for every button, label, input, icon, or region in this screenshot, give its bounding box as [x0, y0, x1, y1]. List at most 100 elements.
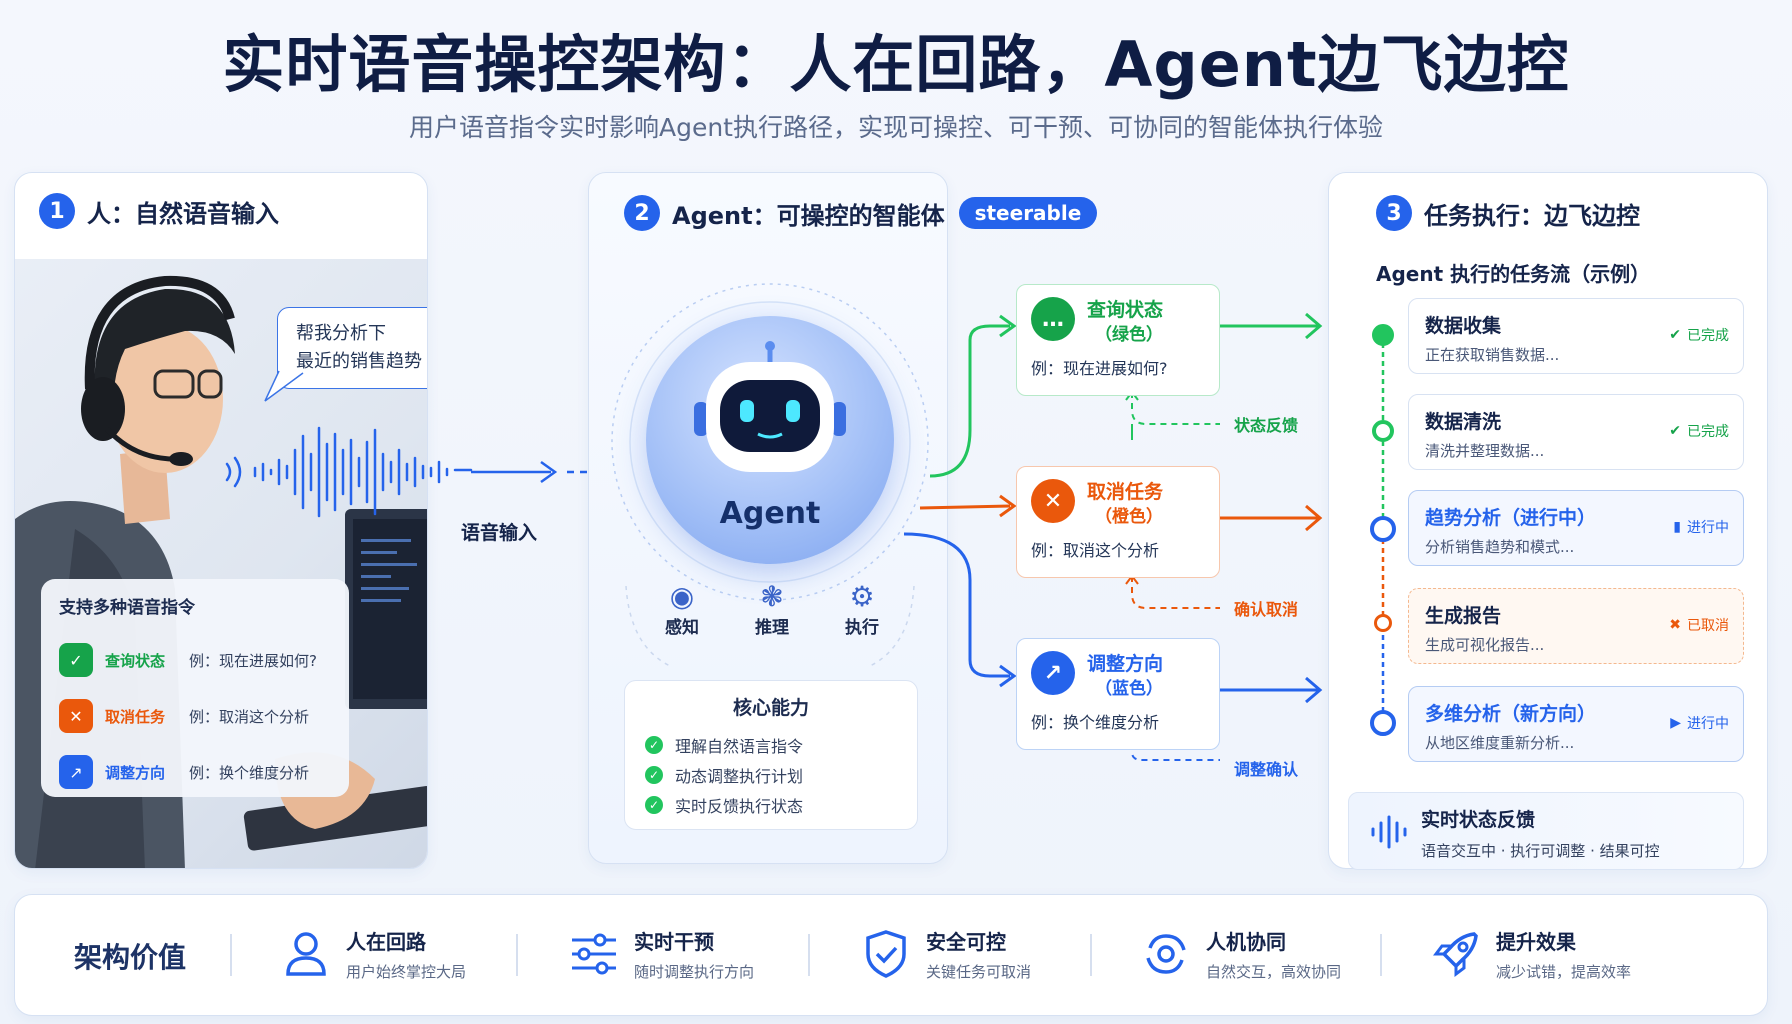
step-number-1: 1 — [39, 193, 75, 229]
sync-icon — [1146, 934, 1186, 974]
value-item-human-loop: 人在回路用户始终掌控大局 — [280, 926, 466, 982]
timeline-node — [1374, 614, 1392, 632]
feedback-adjust: 调整确认 — [1234, 760, 1299, 779]
arrow-up-right-icon: ↗ — [1031, 651, 1075, 695]
task-card[interactable]: 数据清洗 清洗并整理数据... ✔已完成 — [1408, 394, 1744, 470]
step-number-3: 3 — [1376, 195, 1412, 231]
close-icon: ✕ — [1031, 479, 1075, 523]
core-item: ✓实时反馈执行状态 — [645, 790, 897, 820]
page-title: 实时语音操控架构：人在回路，Agent边飞边控 — [222, 28, 1570, 101]
rocket-icon — [1433, 932, 1478, 977]
sliders-icon — [572, 933, 616, 975]
panel-2-header: 2 Agent：可操控的智能体 steerable — [624, 195, 1098, 231]
capability-label: 执行 — [845, 618, 879, 638]
card-title: 取消任务 — [1087, 481, 1164, 503]
step-number-2: 2 — [624, 195, 660, 231]
timeline-node — [1372, 324, 1394, 346]
check-icon: ✓ — [645, 796, 663, 814]
play-icon: ▶ — [1670, 715, 1681, 731]
command-row-adjust: ↗ 调整方向 例：换个维度分析 — [59, 744, 331, 800]
adjust-feedback-connector — [1131, 744, 1220, 761]
command-example: 例：换个维度分析 — [189, 763, 310, 782]
card-sub: （绿色） — [1095, 325, 1163, 345]
check-circle-icon: ✔ — [1669, 327, 1681, 343]
command-row-cancel: ✕ 取消任务 例：取消这个分析 — [59, 688, 331, 744]
brain-icon: ❃ — [760, 580, 784, 613]
bubble-tail — [264, 370, 304, 402]
robot-icon — [694, 341, 846, 472]
core-item: ✓理解自然语言指令 — [645, 730, 897, 760]
panel-2-title: Agent：可操控的智能体 — [672, 201, 945, 230]
realtime-desc: 语音交互中 · 执行可调整 · 结果可控 — [1421, 842, 1660, 860]
value-item-safe: 安全可控关键任务可取消 — [860, 926, 1031, 982]
card-example: 例：现在进展如何? — [1031, 359, 1168, 378]
chat-cancel-icon: ✕ — [59, 699, 93, 733]
capability-label: 感知 — [665, 618, 699, 638]
task-card[interactable]: 数据收集 正在获取销售数据... ✔已完成 — [1408, 298, 1744, 374]
value-item-effect: 提升效果减少试错，提高效率 — [1430, 926, 1631, 982]
capability-row: ◉ 感知 ❃ 推理 ⚙ 执行 — [642, 580, 902, 638]
task-name: 生成报告 — [1425, 605, 1502, 627]
task-card[interactable]: 多维分析（新方向） 从地区维度重新分析... ▶进行中 — [1408, 686, 1744, 762]
agent-label: Agent — [719, 496, 821, 531]
bubble-line-2: 最近的销售趋势 — [296, 351, 422, 372]
value-item-intervene: 实时干预随时调整执行方向 — [568, 926, 754, 982]
redirect-icon: ↗ — [59, 755, 93, 789]
card-adjust-direction: ↗ 调整方向 （蓝色） 例：换个维度分析 — [1016, 638, 1220, 750]
speech-bubble: 帮我分析下 最近的销售趋势 — [277, 307, 427, 389]
task-status: ✔已完成 — [1669, 423, 1729, 440]
close-circle-icon: ✖ — [1669, 617, 1681, 633]
gear-icon: ⚙ — [849, 580, 875, 613]
check-icon: ✓ — [645, 766, 663, 784]
card-sub: （蓝色） — [1095, 679, 1163, 699]
panel-1-header: 1 人：自然语音输入 — [39, 193, 279, 229]
timeline-node — [1370, 516, 1396, 542]
timeline-line — [1381, 334, 1385, 716]
task-desc: 生成可视化报告... — [1425, 636, 1545, 654]
chat-bubble-icon: … — [1031, 297, 1075, 341]
task-desc: 清洗并整理数据... — [1425, 442, 1545, 460]
task-card[interactable]: 趋势分析（进行中） 分析销售趋势和模式... ▮进行中 — [1408, 490, 1744, 566]
sound-wave — [225, 426, 621, 518]
divider — [808, 934, 810, 976]
card-sub: （橙色） — [1095, 507, 1163, 527]
realtime-feedback-box: 实时状态反馈 语音交互中 · 执行可调整 · 结果可控 — [1348, 792, 1744, 870]
task-desc: 从地区维度重新分析... — [1425, 734, 1575, 752]
flow-title: Agent 执行的任务流（示例） — [1376, 262, 1651, 286]
panel-1-title: 人：自然语音输入 — [87, 199, 279, 228]
command-label: 调整方向 — [105, 763, 166, 782]
task-name: 数据清洗 — [1425, 411, 1502, 433]
task-status: ▶进行中 — [1670, 715, 1729, 732]
divider — [230, 934, 232, 976]
command-label: 查询状态 — [105, 651, 166, 670]
card-title: 查询状态 — [1087, 299, 1164, 321]
value-title: 架构价值 — [74, 941, 187, 974]
shield-check-icon — [866, 930, 906, 978]
command-label: 取消任务 — [105, 707, 166, 726]
core-item: ✓动态调整执行计划 — [645, 760, 897, 790]
timeline-node — [1372, 420, 1394, 442]
command-row-query: ✓ 查询状态 例：现在进展如何? — [59, 632, 331, 688]
waveform-icon — [1371, 815, 1407, 849]
capability-reason: ❃ 推理 — [732, 580, 812, 638]
voice-commands-box: 支持多种语音指令 ✓ 查询状态 例：现在进展如何? ✕ 取消任务 例：取消这个分… — [41, 579, 349, 797]
feedback-status: 状态反馈 — [1234, 416, 1299, 435]
task-status: ▮进行中 — [1673, 519, 1729, 536]
panel-3-header: 3 任务执行：边飞边控 — [1376, 195, 1640, 231]
capability-execute: ⚙ 执行 — [822, 580, 902, 638]
command-example: 例：取消这个分析 — [189, 707, 310, 726]
chat-check-icon: ✓ — [59, 643, 93, 677]
task-card[interactable]: 生成报告 生成可视化报告... ✖已取消 — [1408, 588, 1744, 664]
panel-3-title: 任务执行：边飞边控 — [1424, 201, 1640, 230]
page-subtitle: 用户语音指令实时影响Agent执行路径，实现可操控、可干预、可协同的智能体执行体… — [408, 113, 1383, 142]
task-name: 多维分析（新方向） — [1425, 703, 1597, 725]
card-example: 例：换个维度分析 — [1031, 713, 1160, 732]
value-item-collab: 人机协同自然交互，高效协同 — [1140, 926, 1341, 982]
routing-connectors — [903, 312, 1323, 740]
bubble-line-1: 帮我分析下 — [296, 323, 386, 344]
core-title: 核心能力 — [732, 697, 809, 719]
realtime-title: 实时状态反馈 — [1421, 809, 1536, 831]
divider — [1090, 934, 1092, 976]
divider — [1380, 934, 1382, 976]
bar-chart-icon: ▮ — [1673, 519, 1681, 535]
